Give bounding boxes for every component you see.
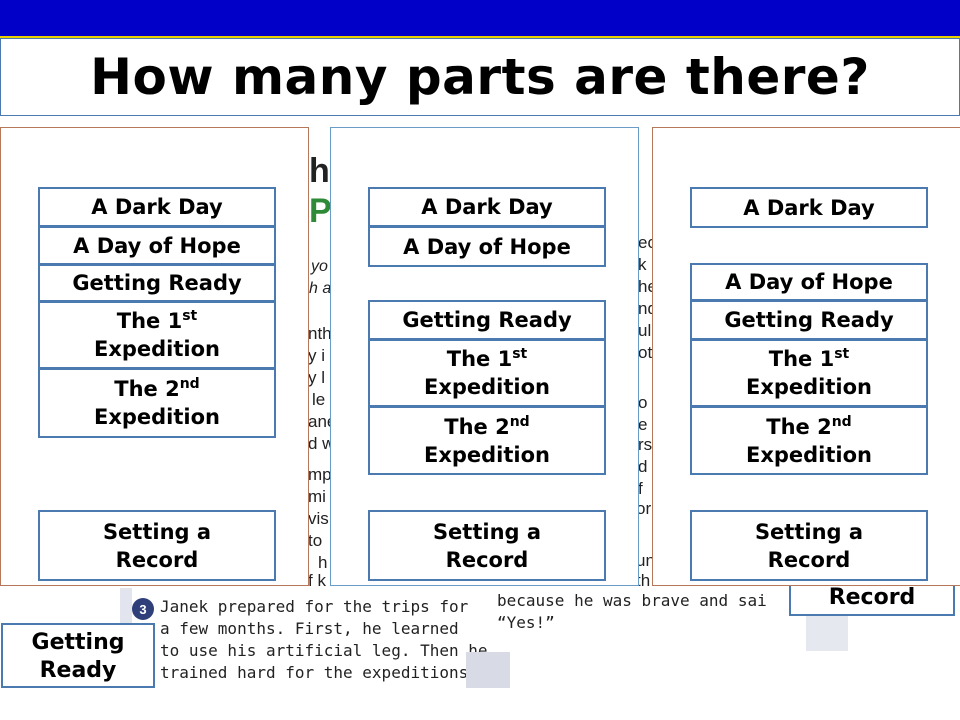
bg-fragment: ul xyxy=(638,321,652,340)
bg-fragment: f k xyxy=(308,571,326,590)
bg-fragment: y l xyxy=(308,368,325,387)
card-ordinal: st xyxy=(182,308,198,324)
card-a-day-of-hope[interactable]: A Day of Hope xyxy=(38,226,276,265)
card-label: A Day of Hope xyxy=(725,270,893,294)
bg-fragment: le xyxy=(312,390,326,409)
bg-fragment: rs xyxy=(638,435,653,454)
bg-fragment: d w xyxy=(308,434,335,453)
illustration-fragment xyxy=(120,588,132,624)
bg-fragment: mi xyxy=(308,487,326,506)
bg-fragment: h xyxy=(318,553,328,572)
card-ordinal: nd xyxy=(179,376,200,392)
card-getting-ready[interactable]: Getting Ready xyxy=(38,264,276,302)
bg-fragment: vis xyxy=(308,509,329,528)
card-label: The 2 xyxy=(766,414,832,439)
answer-panel-2: A Dark Day A Day of Hope Getting Ready T… xyxy=(330,127,639,586)
card-label: Expedition xyxy=(423,375,550,399)
loose-label-line: Record xyxy=(828,585,916,610)
card-second-expedition[interactable]: The 2nd Expedition xyxy=(690,406,928,475)
story-line: Janek prepared for the trips for xyxy=(160,597,469,616)
bg-fragment: h a xyxy=(309,280,332,297)
bg-fragment: f xyxy=(638,479,643,498)
bg-fragment: or xyxy=(636,499,652,518)
card-a-day-of-hope[interactable]: A Day of Hope xyxy=(690,263,928,301)
card-label: The 1 xyxy=(116,309,183,333)
title-box: How many parts are there? xyxy=(0,38,960,116)
card-label: Getting Ready xyxy=(724,308,894,332)
card-ordinal: nd xyxy=(831,413,852,430)
card-second-expedition[interactable]: The 2nd Expedition xyxy=(38,368,276,438)
card-label: Setting a xyxy=(432,519,542,544)
card-label: Getting Ready xyxy=(72,271,242,295)
card-ordinal: st xyxy=(834,346,850,362)
card-label: Record xyxy=(115,547,199,572)
bg-fragment: d xyxy=(638,457,648,476)
card-label: Getting Ready xyxy=(402,308,572,332)
card-first-expedition[interactable]: The 1st Expedition xyxy=(690,339,928,407)
card-label: Expedition xyxy=(93,337,220,361)
illustration-fragment xyxy=(466,652,510,688)
card-a-dark-day[interactable]: A Dark Day xyxy=(38,187,276,227)
card-label: A Day of Hope xyxy=(403,234,571,259)
card-setting-a-record[interactable]: Setting a Record xyxy=(368,510,606,581)
card-label: Expedition xyxy=(423,442,550,467)
card-label: A Dark Day xyxy=(91,195,223,219)
paragraph-number-badge: 3 xyxy=(132,598,154,620)
bg-fragment: k xyxy=(638,255,647,274)
bg-fragment: ot xyxy=(638,343,653,362)
page-title: How many parts are there? xyxy=(90,48,870,106)
card-label: A Dark Day xyxy=(421,195,553,219)
card-label: Expedition xyxy=(93,405,220,429)
bg-fragment: un xyxy=(636,551,655,570)
card-second-expedition[interactable]: The 2nd Expedition xyxy=(368,406,606,475)
bg-fragment: o xyxy=(638,393,648,412)
bg-fragment: yo xyxy=(311,258,328,275)
card-label: Record xyxy=(445,547,529,572)
bg-fragment: e xyxy=(638,415,648,434)
bg-fragment: to xyxy=(308,531,323,550)
card-label: A Day of Hope xyxy=(73,233,241,258)
loose-label-line: Ready xyxy=(39,658,117,683)
card-label: Expedition xyxy=(745,442,872,467)
loose-label-getting-ready[interactable]: Getting Ready xyxy=(1,623,155,688)
card-a-dark-day[interactable]: A Dark Day xyxy=(690,187,928,228)
card-getting-ready[interactable]: Getting Ready xyxy=(368,300,606,340)
bg-fragment: ec xyxy=(638,233,656,252)
card-label: The 1 xyxy=(768,347,835,371)
card-label: Setting a xyxy=(102,519,212,544)
bg-fragment: y i xyxy=(308,346,325,365)
bg-fragment: mp xyxy=(308,465,332,484)
card-a-dark-day[interactable]: A Dark Day xyxy=(368,187,606,227)
card-getting-ready[interactable]: Getting Ready xyxy=(690,300,928,340)
story-line: trained hard for the expeditions. xyxy=(160,663,478,682)
card-setting-a-record[interactable]: Setting a Record xyxy=(690,510,928,581)
card-first-expedition[interactable]: The 1st Expedition xyxy=(368,339,606,407)
story-line: a few months. First, he learned xyxy=(160,619,459,638)
card-setting-a-record[interactable]: Setting a Record xyxy=(38,510,276,581)
card-label: Expedition xyxy=(745,375,872,399)
card-label: A Dark Day xyxy=(743,195,875,220)
card-ordinal: nd xyxy=(509,413,530,430)
card-a-day-of-hope[interactable]: A Day of Hope xyxy=(368,226,606,267)
bg-fragment: th xyxy=(636,571,651,590)
card-label: The 1 xyxy=(446,347,513,371)
card-label: The 2 xyxy=(114,377,180,401)
answer-panel-1: A Dark Day A Day of Hope Getting Ready T… xyxy=(0,127,309,586)
story-line: “Yes!” xyxy=(497,613,555,632)
card-label: The 2 xyxy=(444,414,510,439)
card-label: Record xyxy=(767,547,851,572)
loose-label-line: Getting xyxy=(31,630,125,655)
card-ordinal: st xyxy=(512,346,528,362)
card-first-expedition[interactable]: The 1st Expedition xyxy=(38,301,276,369)
answer-panel-3: A Dark Day A Day of Hope Getting Ready T… xyxy=(652,127,960,586)
illustration-fragment xyxy=(806,615,848,651)
card-label: Setting a xyxy=(754,519,864,544)
top-banner xyxy=(0,0,960,38)
bg-fragment: nth xyxy=(308,324,332,343)
bg-fragment: ane xyxy=(308,412,337,431)
story-line: because he was brave and sai xyxy=(497,591,767,610)
story-line: to use his artificial leg. Then he xyxy=(160,641,488,660)
